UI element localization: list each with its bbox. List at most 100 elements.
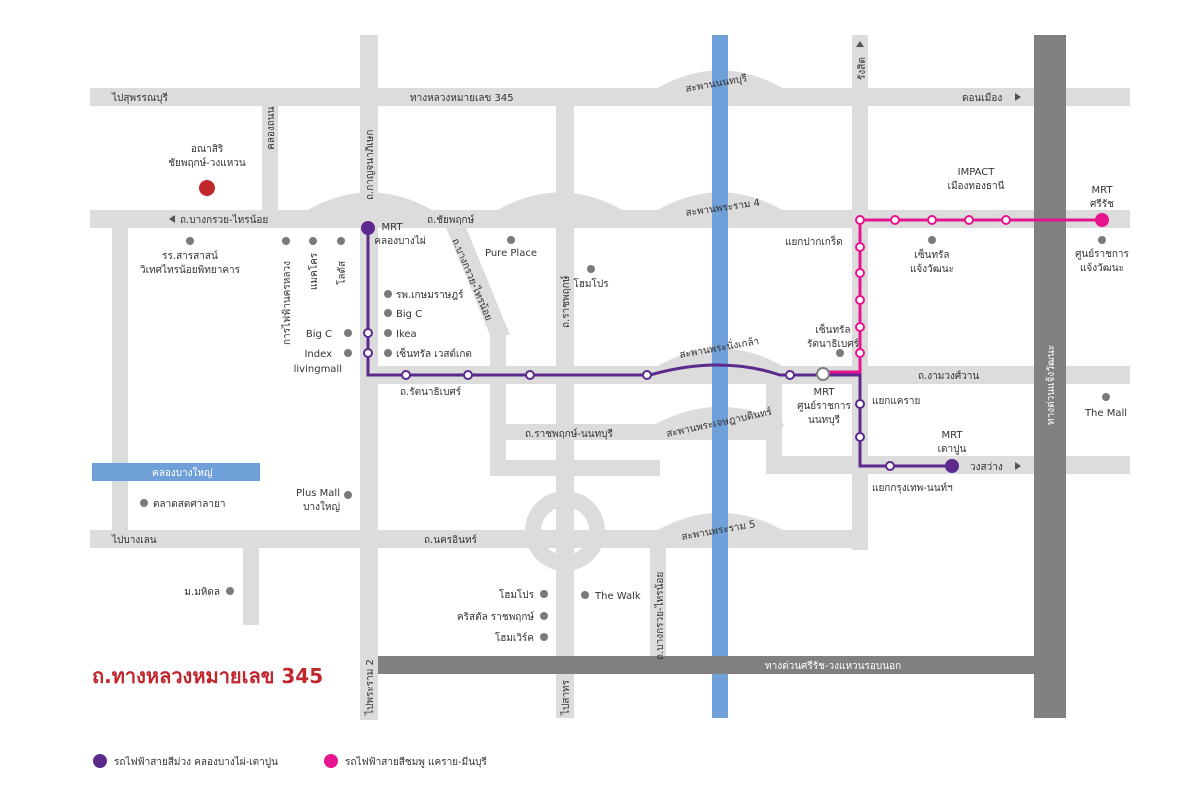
purple-station[interactable] xyxy=(885,461,895,471)
purple-line-track xyxy=(366,228,952,468)
poi-dots xyxy=(140,236,1110,641)
label-kasemrad: รพ.เกษมราษฎร์ xyxy=(396,289,464,301)
label-chaeng-watthana-expressway: ทางด่วนแจ้งวัฒนะ xyxy=(1045,345,1057,425)
pink-stations xyxy=(855,213,1109,358)
poi-dot-bigc-2 xyxy=(344,329,352,337)
poi-dot-the-walk xyxy=(581,591,589,599)
label-the-mall: The Mall xyxy=(1084,408,1127,419)
poi-dot-homepro-2 xyxy=(540,590,548,598)
poi-dot-school xyxy=(186,237,194,245)
pink-station[interactable] xyxy=(1001,215,1011,225)
label-nakhon-in: ถ.นครอินทร์ xyxy=(424,534,478,546)
label-bangkok-nonthaburi-junction: แยกกรุงเทพ-นนท์ฯ xyxy=(872,482,953,494)
road-bangkruai-diagonal xyxy=(445,225,510,335)
purple-station[interactable] xyxy=(401,370,411,380)
station-nonthaburi-center[interactable] xyxy=(816,367,830,381)
label-khae-rai-junction: แยกแคราย xyxy=(872,396,920,407)
label-wong-sawang: วงสว่าง xyxy=(970,462,1003,473)
label-impact-line1: IMPACT xyxy=(958,167,996,178)
purple-line xyxy=(366,228,952,468)
station-khlong-bang-phai[interactable] xyxy=(361,221,375,235)
poi-dot-plus-mall xyxy=(344,491,352,499)
label-tao-poon-line2: เตาปูน xyxy=(938,444,967,455)
label-to-sathon: ไปสาทร xyxy=(560,679,572,716)
label-impact-line2: เมืองทองธานี xyxy=(948,180,1005,192)
label-gov-center-line2: แจ้งวัฒนะ xyxy=(1080,262,1124,274)
label-mahidol: ม.มหิดล xyxy=(184,587,220,598)
pink-station[interactable] xyxy=(927,215,937,225)
purple-stations xyxy=(361,221,959,473)
pink-station[interactable] xyxy=(890,215,900,225)
label-school-line2: วิเทศไทรน้อยพิทยาคาร xyxy=(140,264,241,276)
pink-station[interactable] xyxy=(855,348,865,358)
label-plus-mall-line1: Plus Mall xyxy=(296,488,340,499)
label-central-rattana-line2: รัตนาธิเบศร์ xyxy=(807,338,860,350)
station-si-rat[interactable] xyxy=(1095,213,1109,227)
map-title: ถ.ทางหลวงหมายเลข 345 xyxy=(92,664,323,688)
road-bangkruai-south xyxy=(650,540,666,660)
direction-arrows xyxy=(169,41,1021,470)
purple-station[interactable] xyxy=(363,328,373,338)
label-index-line2: livingmall xyxy=(294,364,342,375)
label-central-westgate: เซ็นทรัล เวสต์เกต xyxy=(396,346,472,360)
label-to-suphanburi: ไปสุพรรณบุรี xyxy=(111,92,168,104)
label-market: ตลาดสดศาลายา xyxy=(153,499,226,510)
label-highway-345: ทางหลวงหมายเลข 345 xyxy=(410,93,514,104)
label-si-rat-line1: MRT xyxy=(1092,185,1114,196)
legend-purple-dot xyxy=(93,754,107,768)
canal-khlong-bang-yai xyxy=(92,463,260,481)
purple-station[interactable] xyxy=(525,370,535,380)
label-nonthaburi-center-line1: MRT xyxy=(814,387,836,398)
label-pure-place: Pure Place xyxy=(485,248,537,259)
road-khlong-thon xyxy=(262,100,278,215)
project-marker[interactable] xyxy=(199,180,215,196)
poi-dot-ikea xyxy=(384,329,392,337)
road-west-vertical xyxy=(112,215,128,535)
label-rangsit: รังสิต xyxy=(857,57,868,80)
purple-station[interactable] xyxy=(855,432,865,442)
poi-dot-makro xyxy=(309,237,317,245)
label-homepro-2: โฮมโปร xyxy=(499,588,535,601)
pink-station[interactable] xyxy=(855,215,865,225)
poi-dot-central-westgate xyxy=(384,349,392,357)
label-ngam-wong-wan: ถ.งามวงศ์วาน xyxy=(918,370,979,382)
poi-dot-mahidol xyxy=(226,587,234,595)
expressway-chaeng-watthana xyxy=(1034,35,1066,718)
pink-station[interactable] xyxy=(855,322,865,332)
label-home-works: โฮมเวิร์ค xyxy=(495,631,534,644)
purple-station[interactable] xyxy=(642,370,652,380)
pink-station[interactable] xyxy=(855,268,865,278)
pink-station[interactable] xyxy=(855,242,865,252)
label-don-mueang: ดอนเมือง xyxy=(962,92,1002,104)
label-school-line1: รร.สารสาสน์ xyxy=(162,250,218,262)
label-khlong-bang-phai-line2: คลองบางไผ่ xyxy=(374,235,426,247)
poi-dot-home-works xyxy=(540,633,548,641)
poi-dot-the-mall xyxy=(1102,393,1110,401)
label-index-line1: Index xyxy=(304,349,332,360)
purple-station[interactable] xyxy=(785,370,795,380)
label-bigc-2: Big C xyxy=(306,329,332,340)
label-sirirat-expressway: ทางด่วนศรีรัช-วงแหวนรอบนอก xyxy=(765,660,901,672)
pink-station[interactable] xyxy=(964,215,974,225)
purple-station[interactable] xyxy=(463,370,473,380)
poi-dot-market xyxy=(140,499,148,507)
pink-station[interactable] xyxy=(855,295,865,305)
station-tao-poon[interactable] xyxy=(945,459,959,473)
label-ratchaphruek-nonthaburi: ถ.ราชพฤกษ์-นนทบุรี xyxy=(525,428,614,440)
purple-station[interactable] xyxy=(855,399,865,409)
label-pak-kret-junction: แยกปากเกร็ด xyxy=(785,234,843,248)
road-ratchaphruek-link xyxy=(490,460,660,476)
canal-chao-phraya xyxy=(712,35,728,718)
arrow-up-icon xyxy=(856,41,864,47)
arrow-right-icon xyxy=(1015,462,1021,470)
road-ngam-wong-wan xyxy=(860,366,1130,384)
road-west-link xyxy=(490,330,506,475)
purple-station[interactable] xyxy=(363,348,373,358)
poi-dot-lotus xyxy=(337,237,345,245)
label-central-chaeng-line1: เซ็นทรัล xyxy=(914,247,949,261)
label-to-phra-ram-2: ไปพระราม 2 xyxy=(364,659,376,716)
label-makro: แมคโคร xyxy=(307,252,320,290)
arrow-right-icon xyxy=(1015,93,1021,101)
project-name-line2: ชัยพฤกษ์-วงแหวน xyxy=(168,157,246,169)
road-ratchaphruek xyxy=(556,88,574,718)
